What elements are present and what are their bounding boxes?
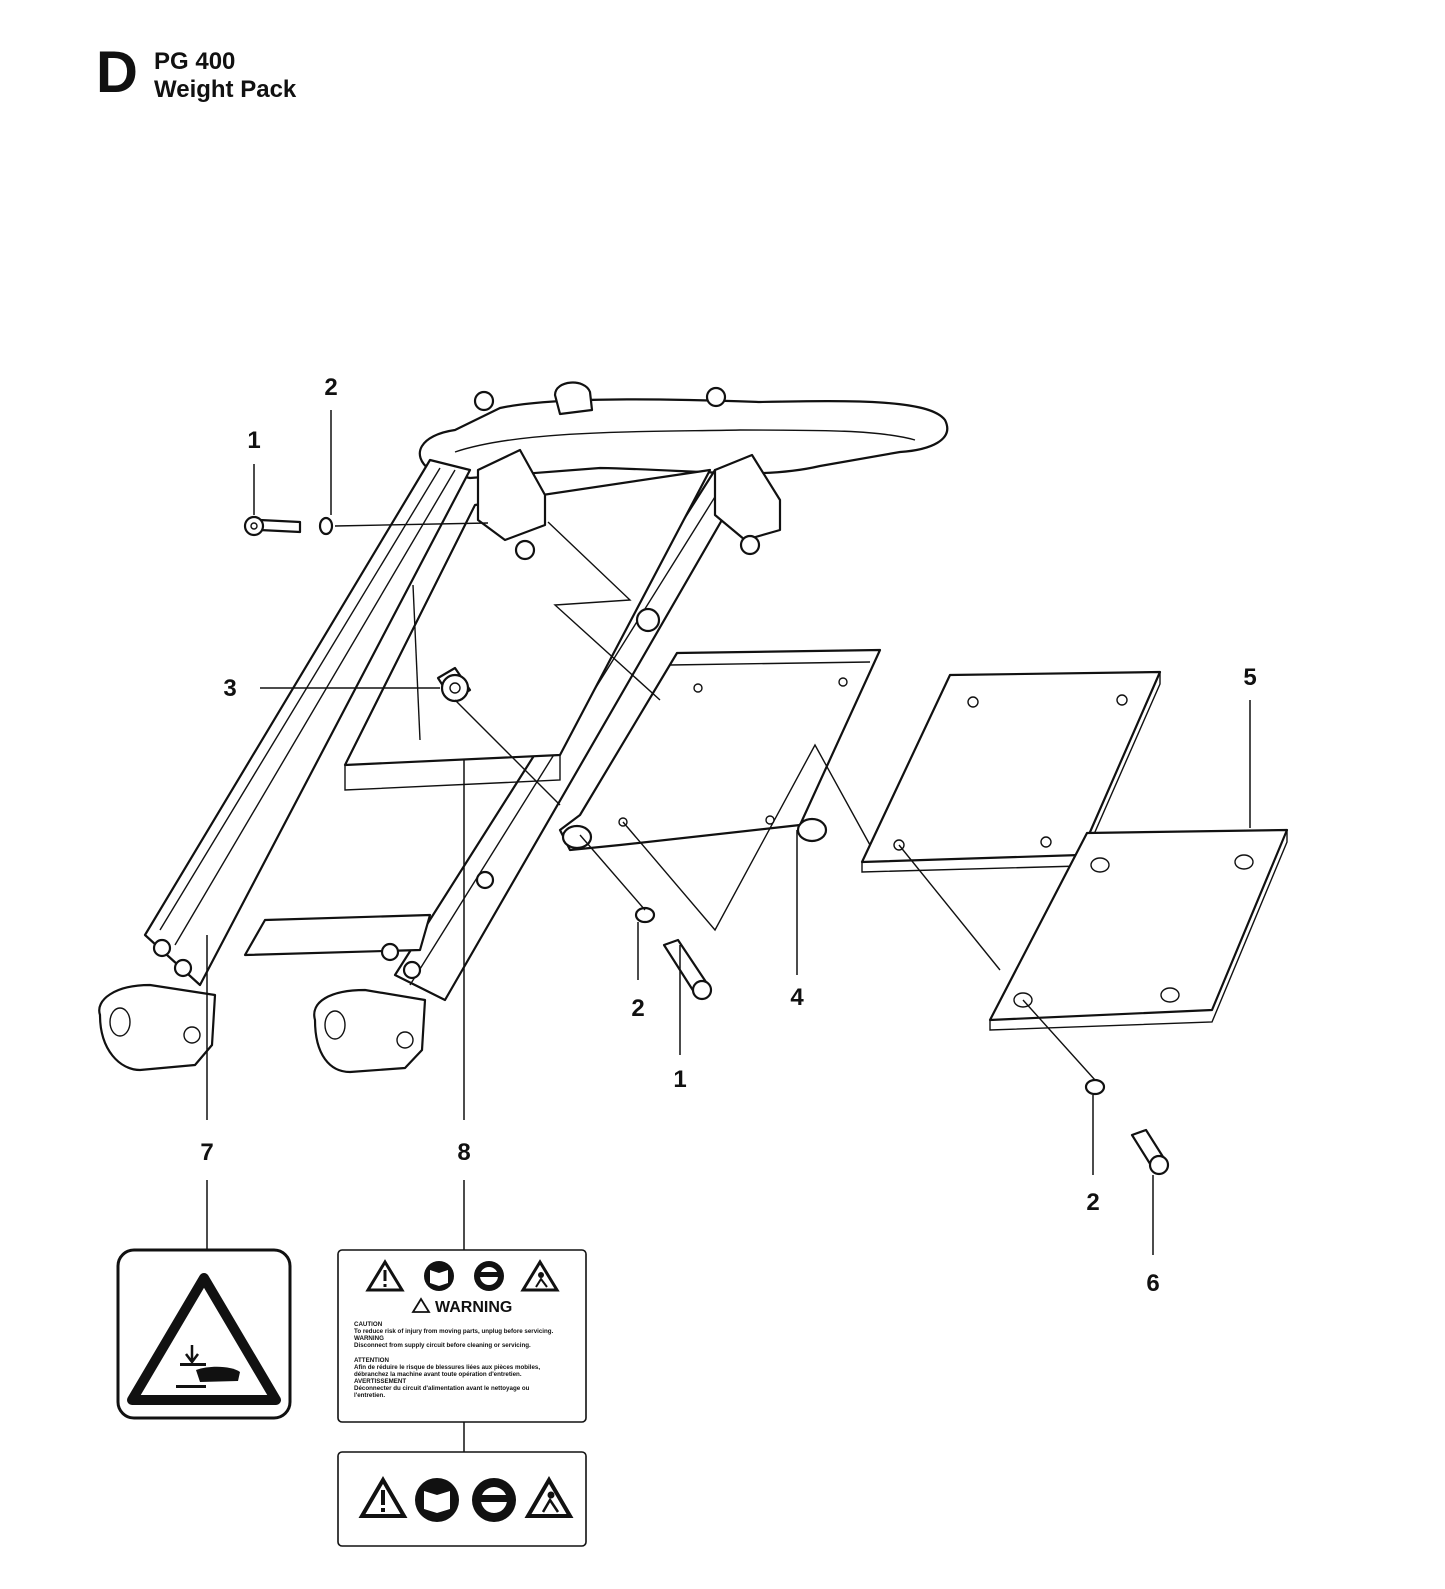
leader-lines: [206, 410, 1251, 1452]
callout-6: 6: [1146, 1270, 1159, 1297]
warning-heading-text: WARNING: [435, 1299, 512, 1316]
washer-part-2-mid: [634, 906, 656, 924]
spacer-part-3: [436, 666, 472, 703]
washer-part-2-top: [318, 516, 334, 536]
wear-protection-icon: [474, 1261, 504, 1291]
assembly-lines: [334, 521, 1096, 1081]
warning-line-7: débranchez la machine avant toute opérat…: [354, 1371, 522, 1378]
screw-part-1-mid: [662, 938, 713, 1001]
callout-7: 7: [200, 1139, 213, 1166]
callout-1-mid: 1: [673, 1066, 686, 1093]
warning-line-6: Afin de réduire le risque de blessures l…: [354, 1364, 540, 1371]
warning-line-3: WARNING: [354, 1335, 384, 1342]
callout-2-mid: 2: [631, 995, 644, 1022]
read-manual-icon: [415, 1478, 459, 1522]
warning-triangle-icon: [365, 1259, 405, 1292]
read-manual-icon: [424, 1261, 454, 1291]
pinch-hazard-icon: [127, 1273, 281, 1405]
page-title: Weight Pack: [154, 76, 297, 103]
warning-line-8: AVERTISSEMENT: [354, 1378, 406, 1385]
warning-line-4: Disconnect from supply circuit before cl…: [354, 1342, 531, 1349]
pinch-hazard-label: [116, 1248, 292, 1420]
warning-line-2: To reduce risk of injury from moving par…: [354, 1328, 554, 1335]
screw-part-1-top: [243, 515, 302, 537]
callout-2-right: 2: [1086, 1189, 1099, 1216]
wear-protection-icon: [472, 1478, 516, 1522]
callout-4: 4: [790, 984, 804, 1011]
warning-line-1: CAUTION: [354, 1321, 383, 1328]
handle-frame: [98, 381, 949, 1074]
warning-triangle-icon: [358, 1476, 408, 1518]
warning-label: WARNING CAUTION To reduce risk of injury…: [337, 1249, 587, 1423]
callout-1-top: 1: [247, 427, 260, 454]
warning-line-5: ATTENTION: [354, 1357, 389, 1364]
screw-part-6: [1130, 1128, 1170, 1176]
weight-plate-part-5: [988, 828, 1289, 1031]
hazard-person-icon: [520, 1259, 560, 1292]
hazard-person-icon: [524, 1476, 574, 1518]
section-letter: D: [96, 40, 138, 105]
warning-line-9: Déconnecter du circuit d'alimentation av…: [354, 1385, 530, 1392]
callout-2-top: 2: [324, 374, 337, 401]
safety-icon-label: [337, 1451, 587, 1547]
callout-8: 8: [457, 1139, 470, 1166]
washer-part-2-right: [1084, 1078, 1106, 1096]
callout-5: 5: [1243, 664, 1256, 691]
warning-heading: WARNING: [411, 1297, 512, 1316]
callout-3: 3: [223, 675, 236, 702]
title-block: PG 400 Weight Pack: [154, 48, 296, 104]
warning-line-10: l'entretien.: [354, 1392, 385, 1399]
model-name: PG 400: [154, 48, 236, 75]
weight-bracket-part-4: [558, 648, 882, 852]
